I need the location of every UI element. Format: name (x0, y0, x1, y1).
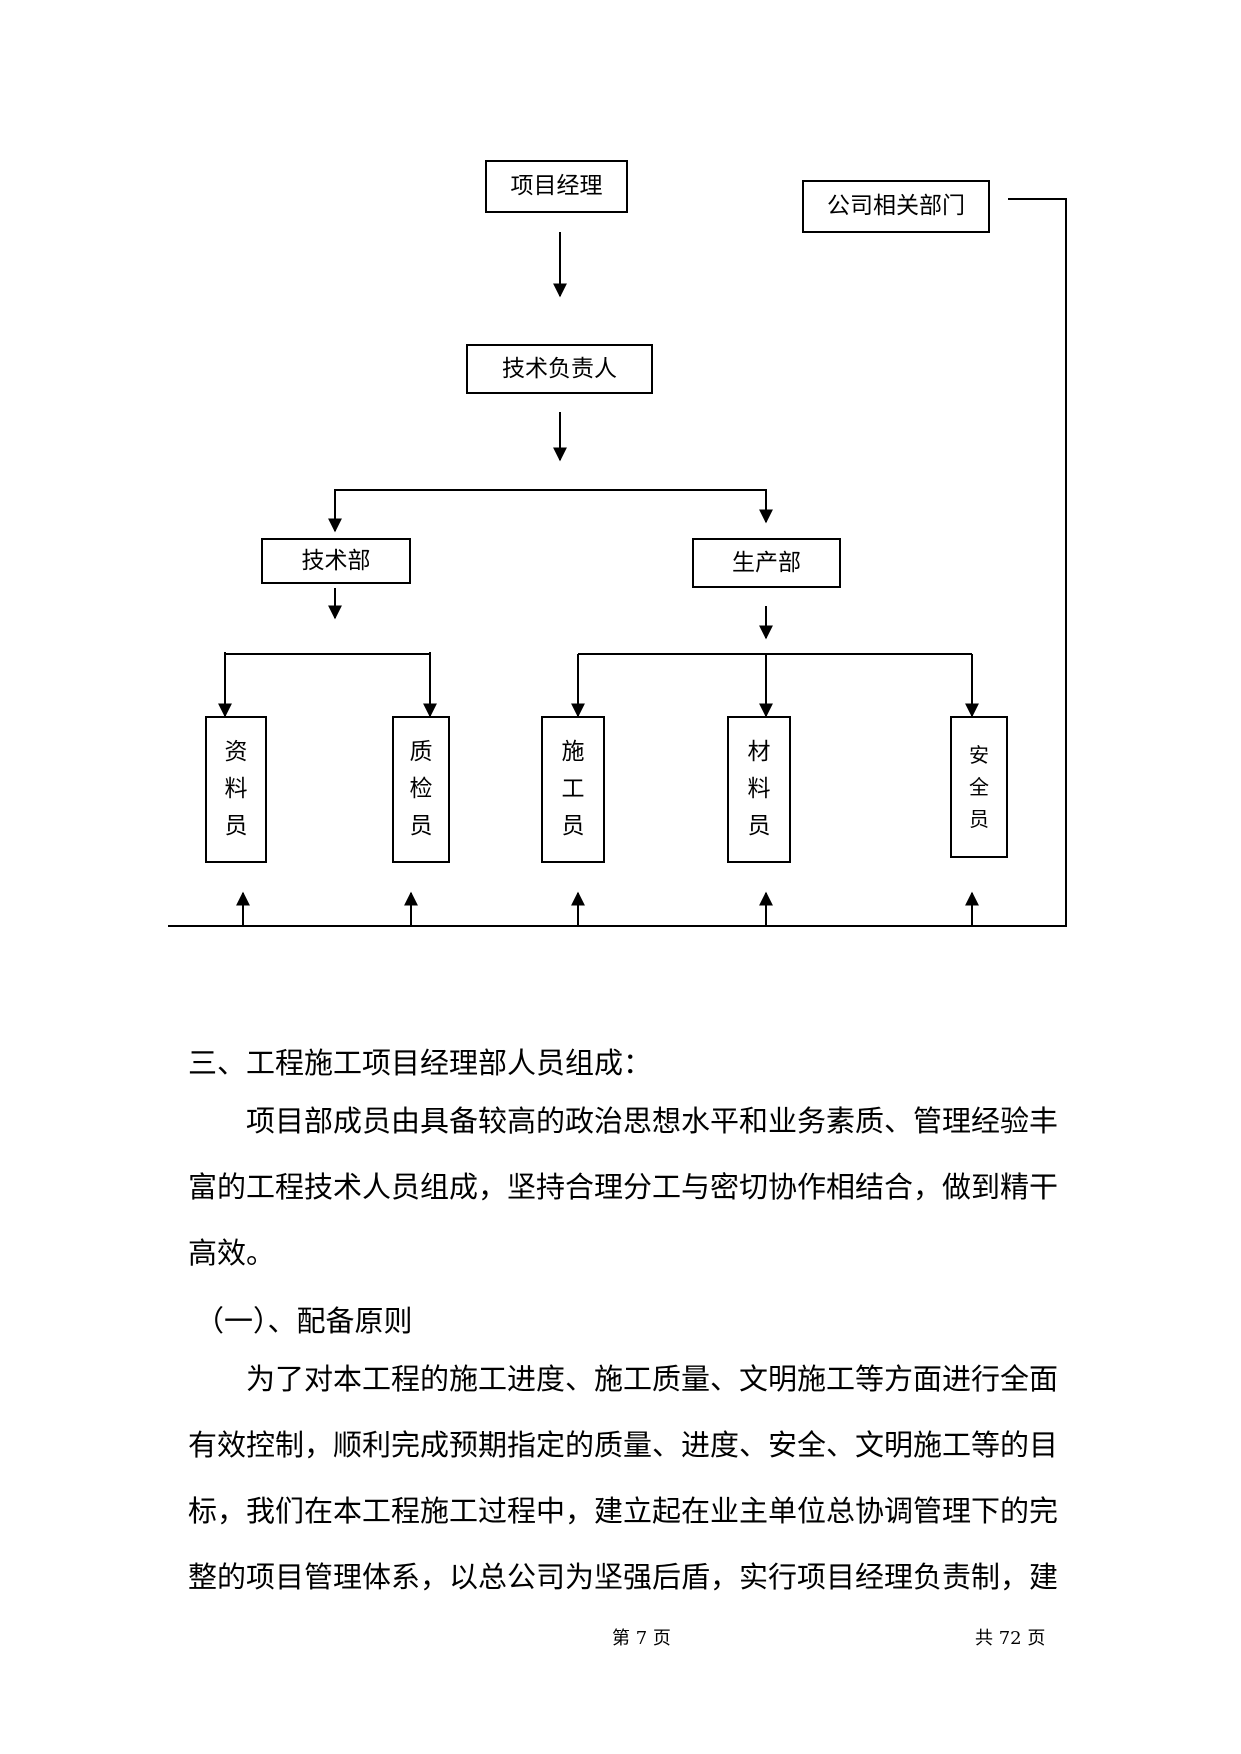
company-departments-box: 公司相关部门 (802, 180, 990, 233)
staff-1-char-3: 员 (224, 813, 248, 839)
staff-1-char-1: 资 (224, 739, 248, 765)
project-manager-box: 项目经理 (485, 160, 628, 213)
staff-1-char-2: 料 (224, 776, 248, 802)
staff-2-char-1: 质 (409, 739, 433, 765)
staff-5-char-3: 员 (969, 807, 989, 831)
subheading: （一）、配备原则 (195, 1304, 413, 1338)
staff-4-char-1: 材 (747, 739, 771, 765)
staff-3-char-3: 员 (561, 813, 585, 839)
page-number: 第 7 页 (612, 1628, 671, 1649)
project-manager-label: 项目经理 (510, 173, 603, 199)
tech-department-box: 技术部 (261, 538, 411, 584)
staff-box-5: 安 全 员 (950, 716, 1008, 858)
total-pages: 共 72 页 (975, 1628, 1046, 1649)
branch-departments (334, 489, 767, 522)
branch-tech-staff (224, 652, 431, 655)
paragraph-2: 为了对本工程的施工进度、施工质量、文明施工等方面进行全面有效控制，顺利完成预期指… (188, 1362, 1059, 1594)
staff-box-4: 材 料 员 (727, 716, 791, 863)
section-heading: 三、工程施工项目经理部人员组成： (188, 1046, 653, 1080)
staff-4-char-3: 员 (747, 813, 771, 839)
tech-department-label: 技术部 (301, 547, 371, 574)
staff-box-1: 资 料 员 (205, 716, 267, 863)
staff-5-char-1: 安 (969, 743, 989, 767)
staff-2-char-3: 员 (409, 813, 433, 839)
technical-lead-box: 技术负责人 (466, 344, 653, 394)
staff-box-2: 质 检 员 (392, 716, 450, 863)
staff-box-3: 施 工 员 (541, 716, 605, 863)
staff-5-char-2: 全 (969, 775, 989, 799)
production-department-label: 生产部 (732, 549, 801, 576)
staff-3-char-2: 工 (561, 776, 585, 802)
staff-3-char-1: 施 (561, 739, 585, 765)
company-departments-label: 公司相关部门 (827, 193, 965, 219)
staff-4-char-2: 料 (747, 776, 771, 802)
paragraph-1: 项目部成员由具备较高的政治思想水平和业务素质、管理经验丰富的工程技术人员组成，坚… (188, 1104, 1059, 1270)
staff-2-char-2: 检 (409, 776, 433, 802)
company-feedback-line (168, 198, 1067, 927)
technical-lead-label: 技术负责人 (502, 355, 617, 382)
production-department-box: 生产部 (692, 538, 841, 588)
